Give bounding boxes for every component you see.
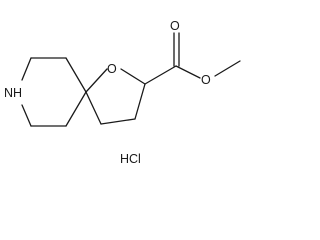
tetrahydrofuran-ring: [85, 68, 146, 125]
bond-c2-carbonyl-c: [144, 65, 177, 85]
bond-ch2-n-upper: [21, 57, 32, 81]
bond-n-ch2-lower: [21, 104, 32, 127]
bond-c2-c3: [134, 83, 146, 120]
hcl-salt-label: HCl: [120, 152, 141, 166]
bond-carbonyl-c-o-ester: [175, 65, 201, 79]
bond-o-c2: [120, 68, 146, 85]
carbonyl-oxygen-label: O: [170, 19, 180, 33]
bond-c3-c4: [100, 118, 136, 125]
bond-c4-spiro: [85, 91, 102, 125]
bond-spiro-c-upper: [65, 57, 87, 93]
bond-lower-spiro-c: [65, 91, 87, 127]
nitrogen-label: NH: [4, 86, 22, 100]
ester-oxygen-label: O: [201, 73, 211, 87]
bond-o-methyl: [214, 60, 241, 77]
structure-drawing: NH O O O HCl: [4, 19, 241, 166]
bond-spiro-o: [85, 68, 108, 93]
methyl-ester: [144, 32, 241, 85]
ring-oxygen-label: O: [107, 62, 117, 76]
piperidine-ring: [21, 57, 87, 127]
